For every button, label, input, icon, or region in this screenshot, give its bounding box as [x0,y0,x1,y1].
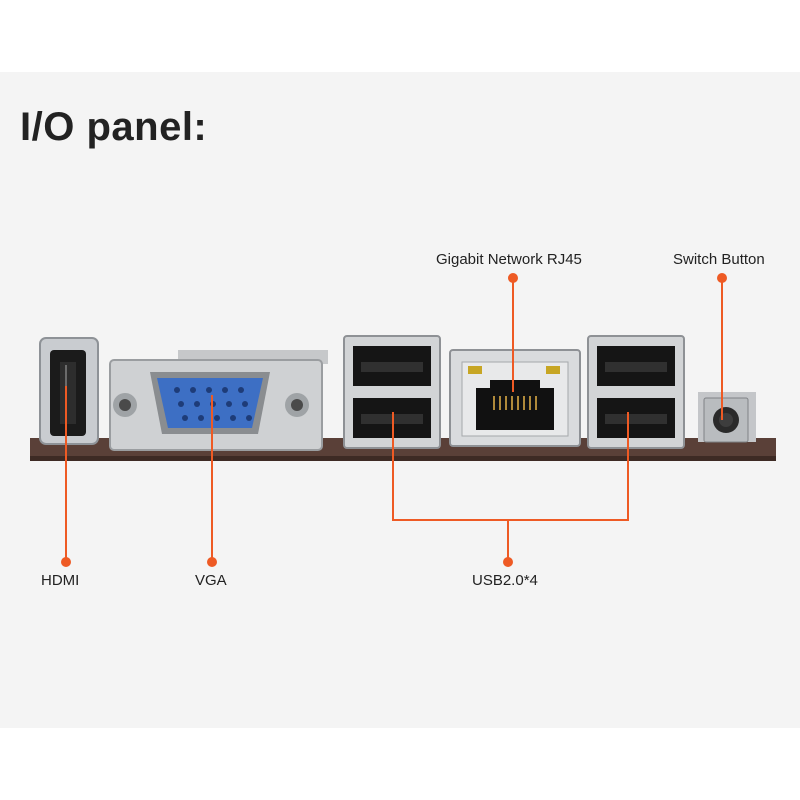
vga-dot [207,557,217,567]
switch-label: Switch Button [673,251,765,268]
hdmi-label: HDMI [41,572,80,589]
pcb-board-edge [30,456,776,461]
rj45-label: Gigabit Network RJ45 [436,251,582,268]
hdmi-port [39,337,99,445]
switch-dot [717,273,727,283]
vga-label: VGA [195,572,227,589]
hdmi-dot [61,557,71,567]
rj45-dot [508,273,518,283]
usb-label: USB2.0*4 [472,572,538,589]
callout-dots [61,273,727,567]
usb-leader [392,412,629,521]
usb-stack-left [343,335,441,449]
page-title: I/O panel: [20,105,208,149]
switch-button [698,392,756,443]
rj45-port [449,349,581,447]
usb-dot [503,557,513,567]
usb-stack-right [587,335,685,449]
vga-port [109,350,328,451]
callout-lines [65,278,723,562]
